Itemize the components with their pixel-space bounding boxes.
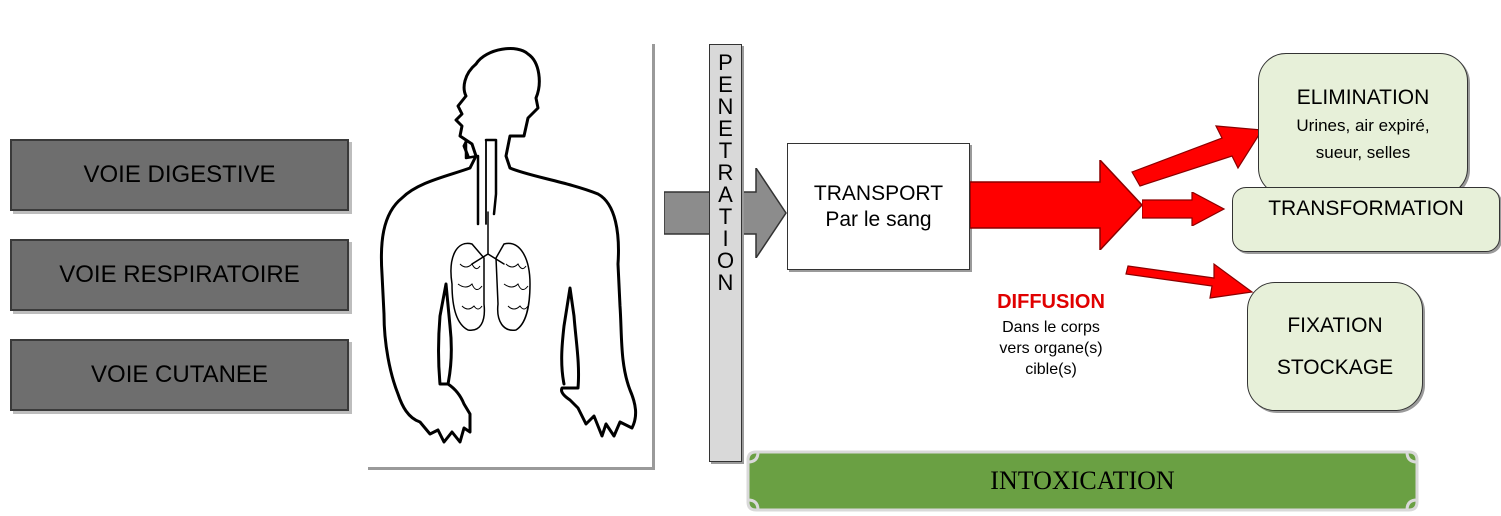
elimination-line: Urines, air expiré, [1296, 112, 1429, 140]
route-respiratory-box: VOIE RESPIRATOIRE [10, 239, 349, 311]
penetration-letter: T [719, 206, 732, 228]
penetration-letter: I [722, 228, 728, 250]
fixation-box: FIXATION STOCKAGE [1247, 282, 1423, 411]
transport-title: TRANSPORT [814, 181, 943, 207]
diffusion-line: Dans le corps [976, 317, 1126, 338]
route-cutaneous-label: VOIE CUTANEE [91, 361, 268, 389]
arrow-to-elimination-icon [1128, 120, 1268, 190]
human-body-icon [368, 44, 655, 470]
transformation-title: TRANSFORMATION [1268, 197, 1464, 221]
storage-title: STOCKAGE [1277, 347, 1393, 389]
elimination-line: sueur, selles [1316, 140, 1411, 166]
fixation-title: FIXATION [1287, 305, 1382, 347]
arrow-to-fixation-icon [1124, 252, 1256, 302]
route-respiratory-label: VOIE RESPIRATOIRE [59, 261, 300, 289]
penetration-letter: E [718, 118, 733, 140]
route-digestive-box: VOIE DIGESTIVE [10, 139, 349, 211]
diffusion-arrow-icon [970, 160, 1146, 250]
arrow-to-transformation-icon [1142, 192, 1226, 226]
penetration-letter: E [718, 74, 733, 96]
transport-box: TRANSPORT Par le sang [787, 143, 970, 270]
transformation-box: TRANSFORMATION [1232, 187, 1500, 252]
intoxication-label: INTOXICATION [746, 466, 1419, 496]
diffusion-description: Dans le corps vers organe(s) cible(s) [976, 317, 1126, 380]
penetration-letter: R [718, 162, 734, 184]
penetration-letter: N [718, 96, 734, 118]
diffusion-line: vers organe(s) [976, 338, 1126, 359]
route-digestive-label: VOIE DIGESTIVE [83, 161, 275, 189]
penetration-letter: A [718, 184, 733, 206]
penetration-letter: P [718, 52, 733, 74]
penetration-letter: N [718, 272, 734, 294]
transport-subtitle: Par le sang [825, 207, 931, 233]
elimination-box: ELIMINATION Urines, air expiré, sueur, s… [1258, 53, 1468, 196]
penetration-letter: T [719, 140, 732, 162]
penetration-letter: O [717, 250, 734, 272]
diffusion-line: cible(s) [976, 359, 1126, 380]
elimination-title: ELIMINATION [1297, 84, 1430, 112]
route-cutaneous-box: VOIE CUTANEE [10, 339, 349, 411]
penetration-label: P E N E T R A T I O N [709, 52, 742, 294]
diffusion-title: DIFFUSION [976, 291, 1126, 314]
